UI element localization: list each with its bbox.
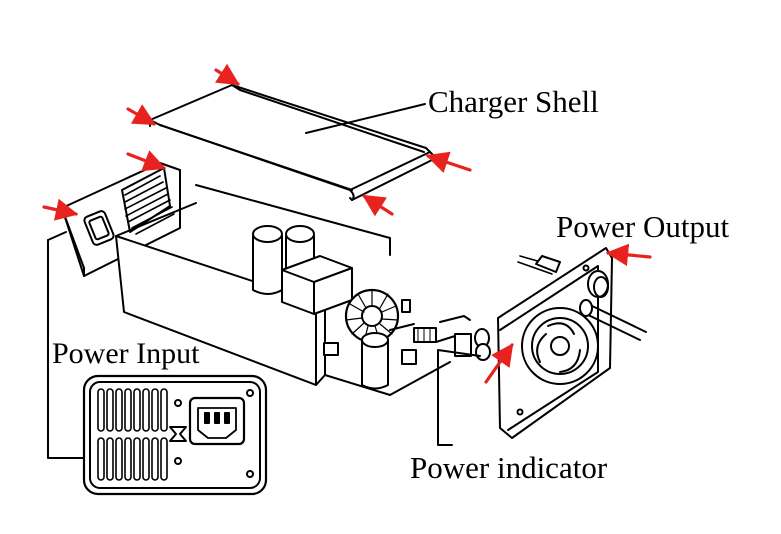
vent-slots-lower xyxy=(97,437,168,481)
red-arrow-icon xyxy=(42,63,652,384)
power-indicator-leader xyxy=(437,349,481,446)
chassis xyxy=(115,184,451,396)
power-indicator-label: Power indicator xyxy=(410,450,608,485)
charger-shell-label: Charger Shell xyxy=(428,84,599,119)
vent-slots-upper xyxy=(97,388,168,432)
power-input-label: Power Input xyxy=(52,337,200,370)
pcb-components xyxy=(252,225,491,390)
power-output-label: Power Output xyxy=(556,209,730,244)
charger-shell-leader xyxy=(305,103,426,134)
power-input-leader xyxy=(47,239,85,459)
charger-shell xyxy=(149,84,437,201)
back-panel-leader xyxy=(47,231,67,241)
front-panel xyxy=(497,247,647,439)
iec-power-socket-icon xyxy=(188,396,246,446)
power-input-panel xyxy=(82,374,268,496)
fan-icon xyxy=(521,307,599,385)
